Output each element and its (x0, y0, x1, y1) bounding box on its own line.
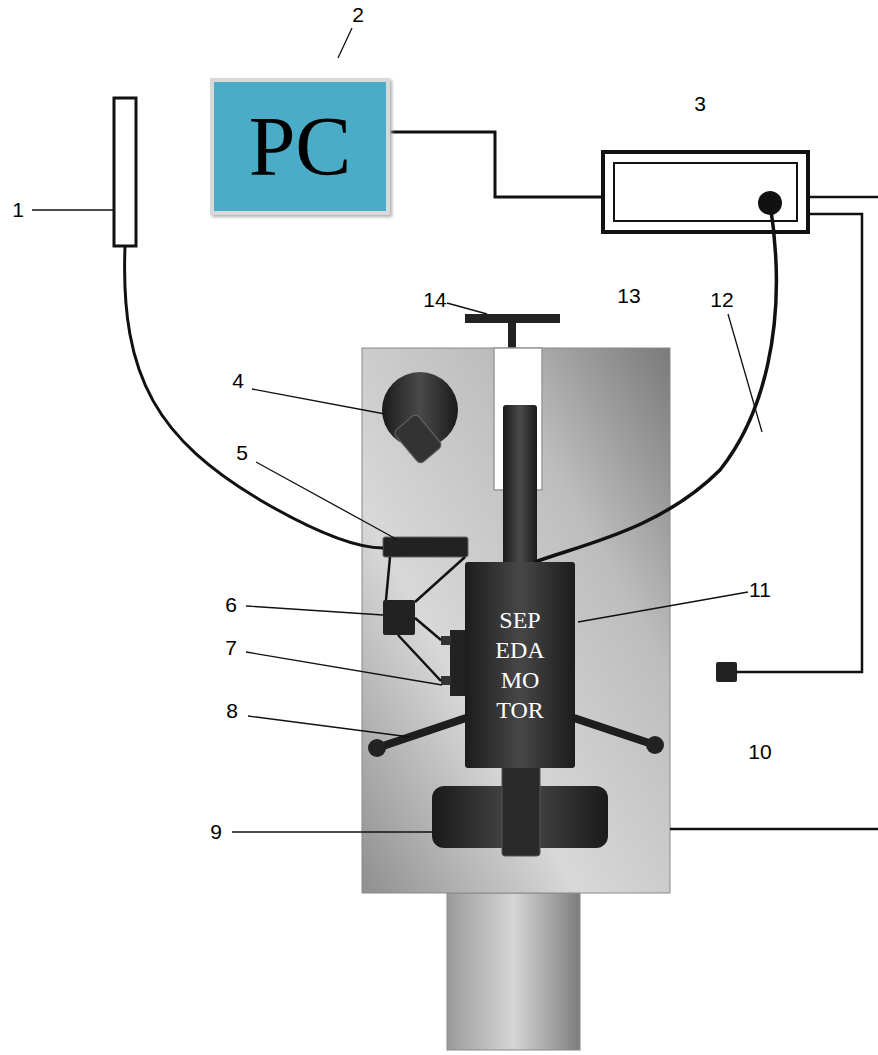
leg-foot (646, 736, 664, 754)
probe (114, 98, 136, 246)
callout-number: 6 (225, 593, 237, 617)
callout-number: 5 (236, 441, 248, 465)
node-text: PC (249, 105, 352, 189)
gauge-lever (393, 413, 443, 464)
probe-cable (125, 247, 383, 548)
clamp-stem (508, 323, 516, 349)
callout-number: 12 (710, 288, 733, 312)
data-logger (603, 152, 808, 232)
pin (441, 676, 451, 685)
callout-number: 13 (617, 284, 640, 308)
leg (574, 718, 655, 745)
leg (377, 718, 466, 748)
rear-fork (502, 760, 540, 856)
terminal-block (450, 630, 466, 696)
wire (737, 214, 862, 672)
data-logger-panel (614, 163, 797, 221)
clamp-handle (465, 314, 560, 323)
motorcycle-body: SEP EDA MO TOR (465, 562, 575, 768)
connector-box (383, 600, 415, 635)
sensor-cable (535, 203, 776, 562)
wire (670, 828, 878, 831)
base-board (362, 348, 670, 893)
callout-number: 2 (352, 3, 364, 27)
callout-number: 3 (694, 92, 706, 116)
callout-number: 8 (226, 699, 238, 723)
node-text: SEP EDA MO TOR (485, 605, 555, 725)
callout-number: 10 (748, 740, 771, 764)
callout-number: 14 (423, 288, 446, 312)
wire (808, 196, 878, 199)
leader-lines (32, 28, 762, 832)
sensor-10 (716, 662, 737, 682)
sensor (383, 537, 468, 557)
callout-number: 4 (232, 369, 244, 393)
leg-foot (368, 739, 386, 757)
computer-box: PC (210, 78, 390, 215)
pc-cable (390, 132, 603, 197)
stand (447, 893, 580, 1050)
front-fork (503, 405, 537, 565)
callout-number: 9 (210, 820, 222, 844)
callout-number: 1 (12, 198, 24, 222)
pin (441, 636, 451, 645)
wires (386, 557, 465, 681)
callout-number: 7 (225, 636, 237, 660)
callout-number: 11 (749, 578, 771, 602)
